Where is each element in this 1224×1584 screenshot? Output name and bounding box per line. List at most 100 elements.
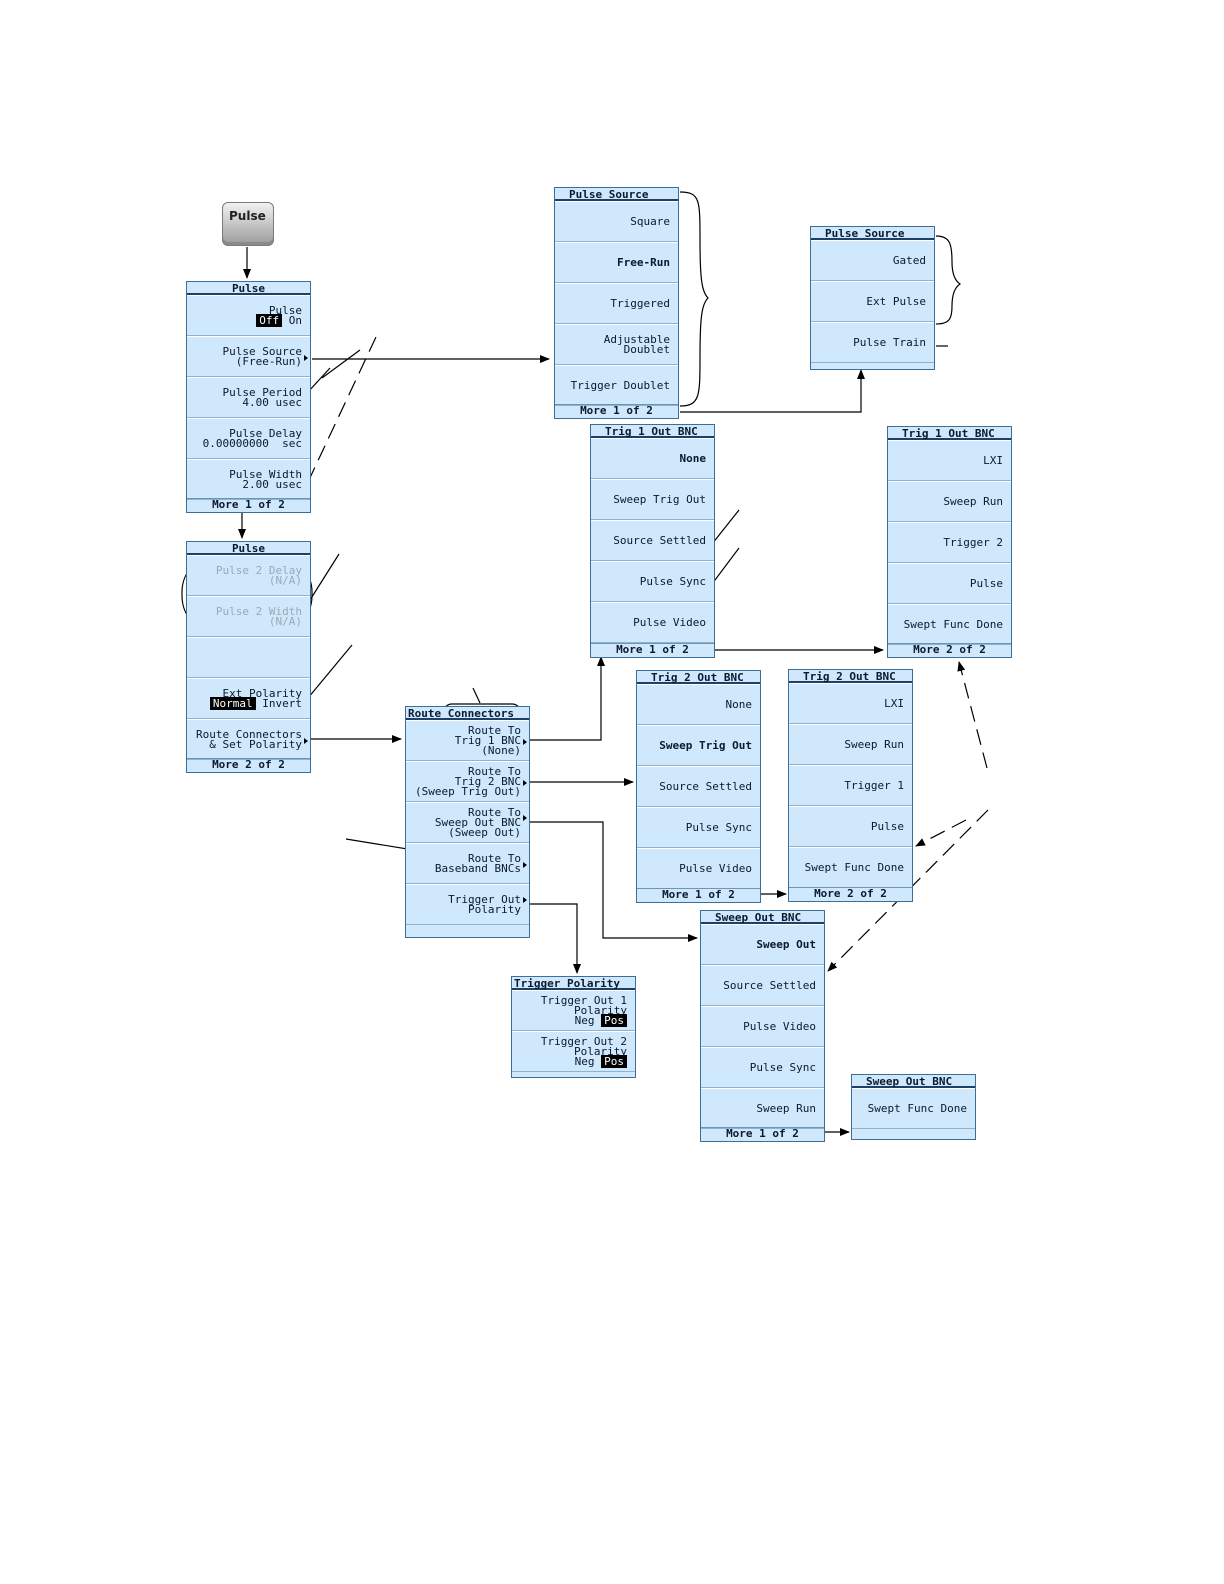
sweep-run-key[interactable]: Sweep Run (789, 724, 912, 765)
key-label: Adjustable (603, 332, 670, 346)
key-value: (Sweep Trig Out) (415, 784, 521, 798)
key-label: Trigger 1 (844, 778, 904, 792)
pulse-video-key[interactable]: Pulse Video (591, 602, 714, 643)
pulse-hardkey-button[interactable]: Pulse (222, 202, 274, 246)
invert-value: Invert (262, 696, 302, 710)
route-connectors-key[interactable]: Route Connectors & Set Polarity (187, 719, 310, 760)
sweep-trig-out-key[interactable]: Sweep Trig Out (637, 725, 760, 766)
menu-title: Pulse (187, 542, 310, 555)
menu-title: Trig 2 Out BNC (789, 670, 912, 683)
pulse-key[interactable]: Pulse (789, 806, 912, 847)
pulse-period-key[interactable]: Pulse Period 4.00 usec (187, 377, 310, 418)
pulse-train-key[interactable]: Pulse Train (811, 322, 934, 363)
key-label: Trigger Out 1 (540, 993, 627, 1007)
trigger-1-key[interactable]: Trigger 1 (789, 765, 912, 806)
triggered-key[interactable]: Triggered (555, 283, 678, 324)
key-label: Route To (468, 723, 521, 737)
sweep-trig-out-key[interactable]: Sweep Trig Out (591, 479, 714, 520)
source-settled-key[interactable]: Source Settled (701, 965, 824, 1006)
ext-polarity-key[interactable]: Ext Polarity Normal Invert (187, 678, 310, 719)
trigger-out-2-polarity-key[interactable]: Trigger Out 2 Polarity Neg Pos (512, 1031, 635, 1072)
route-to-sweep-out-bnc-key[interactable]: Route To Sweep Out BNC (Sweep Out) (406, 802, 529, 843)
key-label: LXI (884, 696, 904, 710)
none-key[interactable]: None (591, 438, 714, 479)
pulse-video-key[interactable]: Pulse Video (701, 1006, 824, 1047)
key-label: Ext Polarity (222, 686, 302, 700)
more-key[interactable]: More 1 of 2 (555, 404, 678, 418)
menu-title: Pulse (187, 282, 310, 295)
key-label-2: & Set Polarity (209, 737, 302, 751)
pulse-sync-key[interactable]: Pulse Sync (637, 807, 760, 848)
more-key[interactable]: More 1 of 2 (701, 1127, 824, 1141)
pulse-sync-key[interactable]: Pulse Sync (591, 561, 714, 602)
gated-key[interactable]: Gated (811, 240, 934, 281)
off-on-values: Off On (187, 313, 302, 327)
none-key[interactable]: None (637, 684, 760, 725)
ext-pulse-key[interactable]: Ext Pulse (811, 281, 934, 322)
more-key[interactable]: More 1 of 2 (591, 643, 714, 657)
trigger-2-key[interactable]: Trigger 2 (888, 522, 1011, 563)
trigger-out-1-polarity-key[interactable]: Trigger Out 1 Polarity Neg Pos (512, 990, 635, 1031)
source-settled-key[interactable]: Source Settled (591, 520, 714, 561)
source-settled-key[interactable]: Source Settled (637, 766, 760, 807)
adjustable-doublet-key[interactable]: Adjustable Doublet (555, 324, 678, 365)
key-label: LXI (983, 453, 1003, 467)
menu-title: Pulse Source (555, 188, 678, 201)
key-label: Pulse Video (679, 861, 752, 875)
route-to-trig-1-bnc-key[interactable]: Route To Trig 1 BNC (None) (406, 720, 529, 761)
key-label: Pulse Sync (749, 1060, 816, 1074)
pulse-toggle-key[interactable]: Pulse Off On (187, 295, 310, 336)
more-key[interactable]: More 1 of 2 (187, 498, 310, 512)
pulse-video-key[interactable]: Pulse Video (637, 848, 760, 889)
menu-title: Trig 1 Out BNC (888, 427, 1011, 440)
more-key[interactable]: More 2 of 2 (187, 758, 310, 772)
swept-func-done-key[interactable]: Swept Func Done (852, 1088, 975, 1129)
blank-key[interactable] (187, 637, 310, 678)
sweep-run-key[interactable]: Sweep Run (888, 481, 1011, 522)
trigger-out-polarity-key[interactable]: Trigger Out Polarity (406, 884, 529, 925)
pulse-source-key[interactable]: Pulse Source (Free-Run) (187, 336, 310, 377)
submenu-arrow-icon (304, 355, 308, 361)
pos-value: Pos (601, 1013, 627, 1027)
key-label-2: Polarity (468, 902, 521, 916)
key-value: 4.00 usec (242, 395, 302, 409)
trigger-doublet-key[interactable]: Trigger Doublet (555, 365, 678, 406)
swept-func-done-key[interactable]: Swept Func Done (888, 604, 1011, 645)
key-label: Ext Pulse (866, 294, 926, 308)
key-label: Pulse Sync (639, 574, 706, 588)
pulse-2-width-key[interactable]: Pulse 2 Width (N/A) (187, 596, 310, 637)
pulse-sync-key[interactable]: Pulse Sync (701, 1047, 824, 1088)
pulse-source-menu-page-1: Pulse Source Square Free-Run Triggered A… (554, 187, 679, 419)
key-value: (N/A) (268, 614, 302, 628)
route-to-baseband-bncs-key[interactable]: Route To Baseband BNCs (406, 843, 529, 884)
more-key[interactable]: More 1 of 2 (637, 888, 760, 902)
pulse-key[interactable]: Pulse (888, 563, 1011, 604)
key-label: Pulse 2 Delay (215, 563, 302, 577)
key-label: None (725, 697, 753, 711)
key-label: Trigger Out 2 (540, 1034, 627, 1048)
square-key[interactable]: Square (555, 201, 678, 242)
sweep-out-bnc-menu-page-1: Sweep Out BNC Sweep Out Source Settled P… (700, 910, 825, 1142)
key-label: Route To (468, 764, 521, 778)
more-key[interactable]: More 2 of 2 (789, 887, 912, 901)
sweep-out-key[interactable]: Sweep Out (701, 924, 824, 965)
swept-func-done-key[interactable]: Swept Func Done (789, 847, 912, 888)
key-label: Pulse 2 Width (215, 604, 302, 618)
key-label: Pulse Video (633, 615, 706, 629)
pulse-width-key[interactable]: Pulse Width 2.00 usec (187, 459, 310, 500)
pulse-2-delay-key[interactable]: Pulse 2 Delay (N/A) (187, 555, 310, 596)
submenu-arrow-icon (523, 780, 527, 786)
polarity-values: Normal Invert (187, 696, 302, 710)
key-label: Pulse Video (743, 1019, 816, 1033)
lxi-key[interactable]: LXI (789, 683, 912, 724)
menu-title: Trigger Polarity (512, 977, 635, 990)
pulse-menu-page-2: Pulse Pulse 2 Delay (N/A) Pulse 2 Width … (186, 541, 311, 773)
free-run-key[interactable]: Free-Run (555, 242, 678, 283)
pulse-delay-key[interactable]: Pulse Delay 0.00000000 sec (187, 418, 310, 459)
route-to-trig-2-bnc-key[interactable]: Route To Trig 2 BNC (Sweep Trig Out) (406, 761, 529, 802)
more-key[interactable]: More 2 of 2 (888, 643, 1011, 657)
key-label: Source Settled (659, 779, 752, 793)
key-label: None (679, 451, 707, 465)
lxi-key[interactable]: LXI (888, 440, 1011, 481)
sweep-run-key[interactable]: Sweep Run (701, 1088, 824, 1129)
